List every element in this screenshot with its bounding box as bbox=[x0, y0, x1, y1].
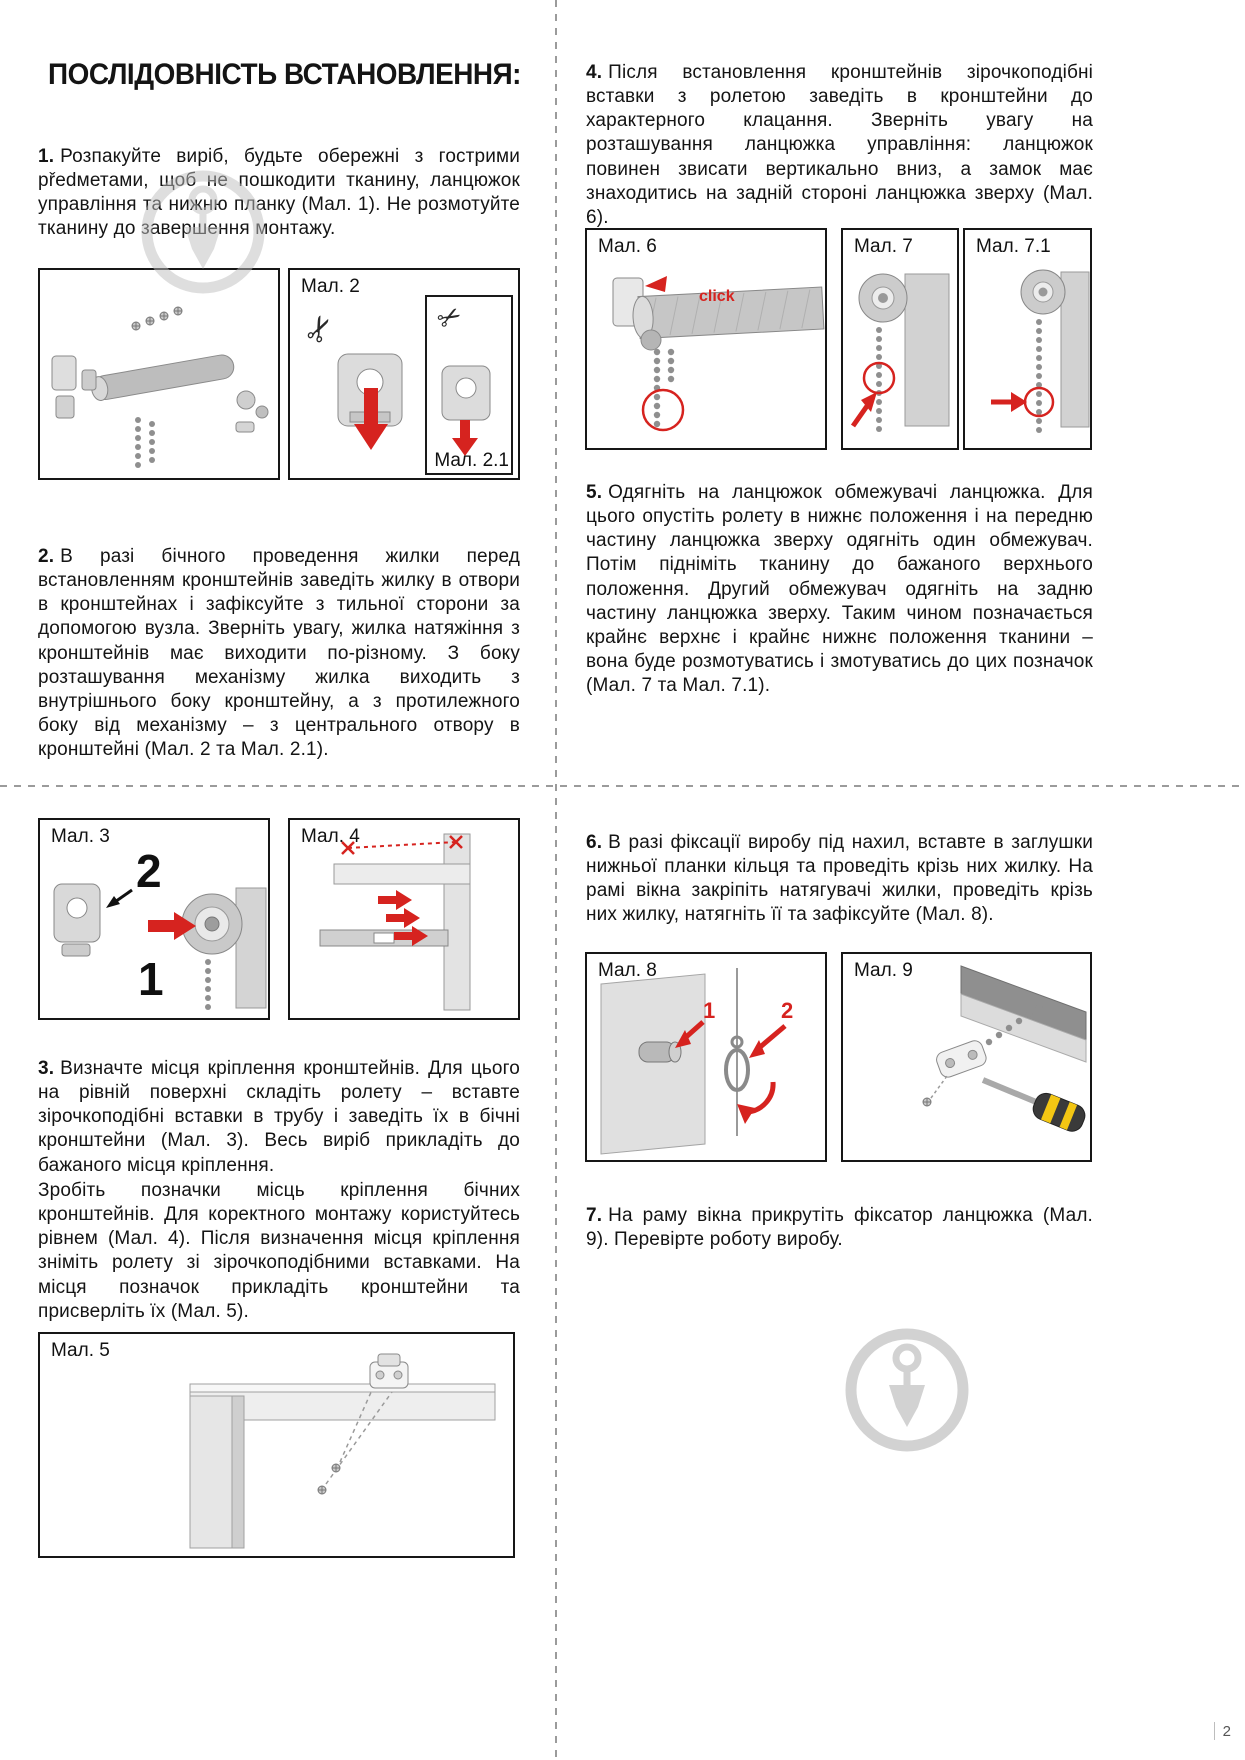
figure-7-1-label: Мал. 7.1 bbox=[976, 236, 1051, 257]
step-3-paragraph-continued: Зробіть позначки місць кріплення бічних … bbox=[38, 1179, 520, 1324]
figure-3-step-2: 2 bbox=[136, 845, 162, 897]
step-3-text-b: Зробіть позначки місць кріплення бічних … bbox=[38, 1180, 520, 1322]
figure-2-label: Мал. 2 bbox=[301, 276, 360, 297]
brand-watermark-icon bbox=[842, 1325, 972, 1460]
step-2-paragraph: 2.В разі бічного проведення жилки перед … bbox=[38, 545, 520, 762]
figure-7: Мал. 7 bbox=[841, 228, 959, 450]
step-7-text: На раму вікна прикрутіть фіксатор ланцюж… bbox=[586, 1205, 1093, 1251]
figure-5: Мал. 5 bbox=[38, 1332, 515, 1558]
step-6-paragraph: 6.В разі фіксації виробу під нахил, вста… bbox=[586, 831, 1093, 928]
figure-2-drawing bbox=[337, 295, 513, 475]
figure-8-label: Мал. 8 bbox=[598, 960, 657, 981]
exploded-parts-drawing bbox=[51, 306, 269, 468]
page-title: ПОСЛІДОВНІСТЬ ВСТАНОВЛЕННЯ: bbox=[48, 58, 522, 92]
step-3-text-a: Визначте місця кріплення кронштейнів. Дл… bbox=[38, 1058, 520, 1176]
figure-3-step-1: 1 bbox=[138, 953, 164, 1005]
step-2-number: 2. bbox=[38, 546, 55, 567]
figure-9-drawing bbox=[922, 965, 1087, 1132]
step-2-text: В разі бічного проведення жилки перед вс… bbox=[38, 546, 520, 760]
figure-4: Мал. 4 bbox=[288, 818, 520, 1020]
figure-4-drawing bbox=[319, 833, 471, 1011]
step-4-number: 4. bbox=[586, 62, 603, 83]
step-1-number: 1. bbox=[38, 146, 55, 167]
figure-6-drawing bbox=[612, 276, 825, 432]
figure-2: Мал. 2 ✂ ✂ Мал. 2.1 bbox=[288, 268, 520, 480]
figure-9: Мал. 9 bbox=[841, 952, 1092, 1162]
figure-5-drawing bbox=[189, 1353, 496, 1549]
step-5-number: 5. bbox=[586, 482, 603, 503]
figure-7-1: Мал. 7.1 bbox=[963, 228, 1092, 450]
step-1-text: Розпакуйте виріб, будьте обережні з гост… bbox=[38, 146, 520, 240]
figure-3-drawing bbox=[53, 883, 267, 1010]
horizontal-dashed-divider bbox=[0, 785, 1245, 787]
step-5-paragraph: 5.Одягніть на ланцюжок обмежувачі ланцюж… bbox=[586, 481, 1093, 698]
step-3-paragraph: 3.Визначте місця кріплення кронштейнів. … bbox=[38, 1057, 520, 1178]
step-4-paragraph: 4.Після встановлення кронштейнів зірочко… bbox=[586, 61, 1093, 230]
step-6-text: В разі фіксації виробу під нахил, вставт… bbox=[586, 832, 1093, 926]
figure-3-label: Мал. 3 bbox=[51, 826, 110, 847]
figure-9-label: Мал. 9 bbox=[854, 960, 913, 981]
step-3-number: 3. bbox=[38, 1058, 55, 1079]
figure-7-drawing bbox=[850, 273, 950, 432]
step-6-number: 6. bbox=[586, 832, 603, 853]
step-7-number: 7. bbox=[586, 1205, 603, 1226]
figure-8-step-1: 1 bbox=[703, 998, 716, 1023]
figure-8: Мал. 8 1 2 bbox=[585, 952, 827, 1162]
step-7-paragraph: 7.На раму вікна прикрутіть фіксатор ланц… bbox=[586, 1204, 1093, 1252]
figure-3: Мал. 3 2 1 bbox=[38, 818, 270, 1020]
figure-2-1-label: Мал. 2.1 bbox=[434, 450, 509, 471]
vertical-dashed-divider bbox=[555, 0, 557, 1760]
step-4-text: Після встановлення кронштейнів зірочкопо… bbox=[586, 62, 1093, 228]
page-number-divider bbox=[1213, 1722, 1215, 1740]
figure-8-drawing bbox=[600, 968, 787, 1155]
page-number: 2 bbox=[1213, 1722, 1231, 1740]
figure-exploded-parts bbox=[38, 268, 280, 480]
figure-7-1-drawing bbox=[991, 269, 1090, 433]
figure-6: Мал. 6 click bbox=[585, 228, 827, 450]
click-label: click bbox=[699, 288, 735, 305]
figure-8-step-2: 2 bbox=[781, 998, 794, 1023]
figure-7-label: Мал. 7 bbox=[854, 236, 913, 257]
figure-5-label: Мал. 5 bbox=[51, 1340, 110, 1361]
figure-4-label: Мал. 4 bbox=[301, 826, 360, 847]
step-5-text: Одягніть на ланцюжок обмежувачі ланцюжка… bbox=[586, 482, 1093, 696]
figure-6-label: Мал. 6 bbox=[598, 236, 657, 257]
step-1-paragraph: 1.Розпакуйте виріб, будьте обережні з го… bbox=[38, 145, 520, 242]
page-number-value: 2 bbox=[1222, 1722, 1231, 1740]
